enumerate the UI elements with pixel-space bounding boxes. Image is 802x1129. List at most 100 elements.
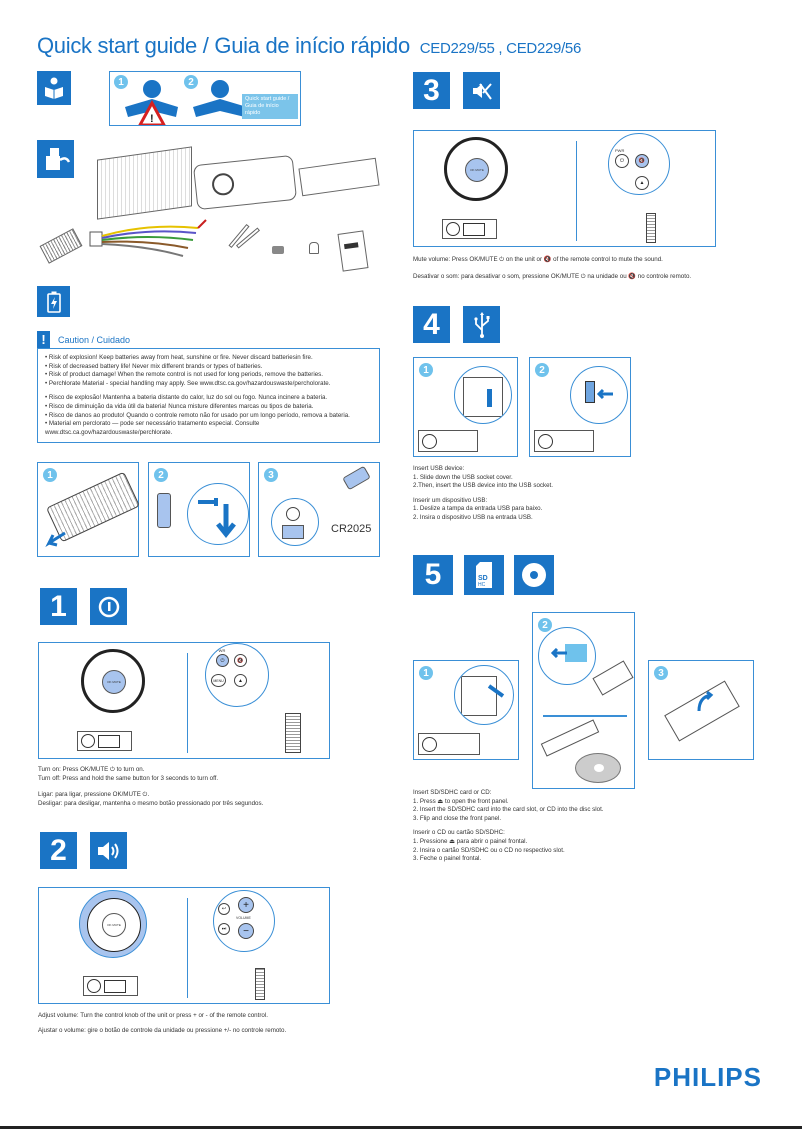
coin-cell-detail bbox=[271, 498, 319, 546]
mute-speaker-icon bbox=[463, 72, 500, 109]
usb-insert-zoom bbox=[570, 366, 628, 424]
open-panel bbox=[592, 660, 634, 696]
caution-line: • Perchlorate Material - special handlin… bbox=[45, 379, 331, 387]
step3-instructions: Mute volume: Press OK/MUTE ⏻ on the unit… bbox=[413, 256, 691, 281]
mute-button: 🔇 bbox=[635, 154, 649, 168]
caution-line: www.dtsc.ca.gov/hazardouswaste/perchlora… bbox=[45, 428, 173, 436]
remote-mute-zoom: PWR ⏻ 🔇 ▲ bbox=[608, 133, 670, 195]
instruction-line: 2.Then, insert the USB device into the U… bbox=[413, 482, 553, 490]
power-button: ⏻ bbox=[216, 654, 229, 667]
caution-line: • Risk of explosion! Keep batteries away… bbox=[45, 354, 313, 361]
instruction-line: Turn on: Press OK/MUTE ⏻ to turn on. bbox=[38, 766, 145, 773]
caution-panel: • Risk of explosion! Keep batteries away… bbox=[37, 348, 380, 443]
disc-slot bbox=[540, 719, 600, 757]
ok-mute-button: OK MUTE bbox=[102, 670, 126, 694]
step-number-1: 1 bbox=[40, 588, 77, 625]
car-stereo-unit bbox=[97, 146, 192, 220]
step-badge: 1 bbox=[419, 666, 433, 680]
step5-instructions: Insert SD/SDHC card or CD: 1. Press ⏏ to… bbox=[413, 789, 604, 864]
svg-text:HC: HC bbox=[478, 582, 486, 588]
instruction-line: 1. Press ⏏ to open the front panel. bbox=[413, 797, 509, 805]
power-button: ⏻ bbox=[615, 154, 629, 168]
screws bbox=[272, 246, 284, 254]
battery-step-2-panel: 2 bbox=[148, 462, 250, 557]
caution-title: Caution / Cuidado bbox=[58, 335, 131, 345]
step3-panel: OK MUTE PWR ⏻ 🔇 ▲ bbox=[413, 130, 716, 247]
pwr-label: PWR bbox=[615, 148, 625, 153]
card-step-1-panel: 1 bbox=[413, 660, 519, 760]
step-number-3: 3 bbox=[413, 72, 450, 109]
instruction-line: 2. Insira o cartão SD/SDHC ou o CD no re… bbox=[413, 846, 565, 854]
battery-step-1-panel: 1 bbox=[37, 462, 141, 557]
remote-back bbox=[342, 465, 371, 491]
step-badge: 3 bbox=[264, 468, 278, 482]
instruction-line: Desativar o som: para desativar o som, p… bbox=[413, 272, 692, 280]
card-step-2-panel: 2 bbox=[532, 612, 635, 789]
instruction-line: Desligar: para desligar, mantenha o mesm… bbox=[38, 799, 264, 807]
next-button: ⏭ bbox=[218, 923, 230, 935]
step-badge: 2 bbox=[154, 468, 168, 482]
step-number-5: 5 bbox=[413, 555, 453, 595]
iso-wire-harness bbox=[89, 219, 207, 257]
caution-line: • Risco de explosão! Mantenha a bateria … bbox=[45, 394, 328, 402]
instruction-line: 3. Feche o painel frontal. bbox=[413, 855, 482, 863]
knob-zoom: OK MUTE bbox=[79, 890, 147, 958]
card-step-3-panel: 3 bbox=[648, 660, 754, 760]
step-number-4: 4 bbox=[413, 306, 450, 343]
eject-button: ▲ bbox=[635, 176, 649, 190]
ok-mute-button: OK MUTE bbox=[102, 913, 126, 937]
user-manual bbox=[337, 230, 369, 272]
read-manual-panel: 1 ! 2 Quick start guide / Guia de início… bbox=[109, 71, 301, 126]
bottom-rule bbox=[0, 1126, 802, 1129]
head-unit bbox=[77, 731, 132, 751]
instruction-line: 1. Slide down the USB socket cover. bbox=[413, 473, 513, 481]
reader-illustration-icon bbox=[193, 80, 247, 117]
caution-icon: ! bbox=[37, 331, 50, 348]
battery-type: CR2025 bbox=[331, 523, 372, 535]
step-badge: 2 bbox=[184, 75, 198, 89]
sd-insert-zoom bbox=[538, 627, 596, 685]
step2-instructions: Adjust volume: Turn the control knob of … bbox=[38, 1012, 286, 1035]
open-box-icon bbox=[37, 140, 74, 178]
volume-down-button: − bbox=[238, 923, 254, 939]
head-unit bbox=[418, 733, 480, 755]
usb-step-1-panel: 1 bbox=[413, 357, 518, 457]
speaker-volume-icon bbox=[90, 832, 127, 869]
remote-volume-zoom: + VOLUME − ↩ ⏭ bbox=[213, 890, 275, 952]
ok-mute-button: OK MUTE bbox=[465, 158, 489, 182]
step1-panel: OK MUTE PWR ⏻ 🔇 MENU ▲ bbox=[38, 642, 330, 759]
instruction-line: 1. Pressione ⏏ para abrir o painel front… bbox=[413, 837, 528, 845]
head-unit bbox=[534, 430, 594, 452]
usb-cover-zoom bbox=[454, 366, 512, 424]
caution-line: • Risk of decreased battery life! Never … bbox=[45, 362, 263, 370]
reader-illustration-icon: ! bbox=[125, 80, 178, 125]
panel-case bbox=[298, 157, 380, 197]
flip-arrow-icon bbox=[697, 691, 714, 712]
philips-logo: PHILIPS bbox=[653, 1062, 762, 1092]
instruction-line: Ajustar o volume: gire o botão de contro… bbox=[38, 1026, 287, 1034]
instruction-title: Insert USB device: bbox=[413, 465, 465, 472]
remote-control bbox=[285, 713, 301, 753]
volume-up-button: + bbox=[238, 897, 254, 913]
head-unit bbox=[442, 219, 497, 239]
step-badge: 2 bbox=[535, 363, 549, 377]
arrow-down-left-icon bbox=[45, 531, 66, 548]
cd-disc bbox=[575, 753, 621, 783]
instruction-title: Inserir um dispositivo USB: bbox=[413, 496, 488, 504]
instruction-line: 2. Insira o dispositivo USB na entrada U… bbox=[413, 513, 533, 521]
guide-caption: Quick start guide / Guia de início rápid… bbox=[242, 94, 298, 119]
caution-line: • Risk of product damage! When the remot… bbox=[45, 371, 323, 379]
step-badge: 3 bbox=[654, 666, 668, 680]
caution-line: • Material em perclorato — pode ser nece… bbox=[45, 420, 260, 428]
remote-control bbox=[39, 228, 83, 264]
power-icon bbox=[90, 588, 127, 625]
model-numbers: CED229/55 , CED229/56 bbox=[419, 40, 582, 57]
front-panel bbox=[192, 154, 298, 211]
reading-person-icon bbox=[37, 71, 71, 105]
step4-instructions: Insert USB device: 1. Slide down the USB… bbox=[413, 465, 553, 523]
disc-icon bbox=[514, 555, 554, 595]
instruction-line: 1. Deslize a tampa da entrada USB para b… bbox=[413, 505, 543, 513]
back-button: ↩ bbox=[218, 903, 230, 915]
eject-button: ▲ bbox=[234, 674, 247, 687]
remote-side bbox=[157, 493, 171, 528]
